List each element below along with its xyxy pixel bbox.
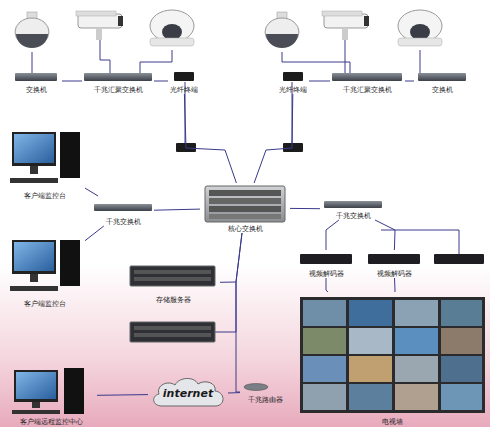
device-label: 交换机 xyxy=(4,86,68,94)
core-switch-device xyxy=(205,186,285,222)
tv-wall-box: 电视墙 xyxy=(296,292,489,426)
bullet-camera xyxy=(76,11,123,40)
device-label: 客户端监控台 xyxy=(0,300,91,308)
fiber-device xyxy=(283,72,303,81)
pc-device xyxy=(10,240,80,291)
server-box: 存储服务器 xyxy=(126,262,220,304)
decoder-device xyxy=(368,254,420,264)
dome-camera xyxy=(150,10,194,46)
switch-device xyxy=(418,73,466,81)
device-label: 光纤终端 xyxy=(162,86,206,94)
device-label: 核心交换机 xyxy=(194,225,296,233)
pc-device xyxy=(10,132,80,183)
switch-box: 千兆汇聚交换机 xyxy=(330,68,405,94)
switch-box: 千兆汇聚交换机 xyxy=(82,68,154,94)
device-label: 存储服务器 xyxy=(120,296,226,304)
decoder-device xyxy=(434,254,484,264)
fiber-device xyxy=(174,72,194,81)
decoder-device xyxy=(300,254,352,264)
server-device xyxy=(130,322,215,342)
network-link xyxy=(394,278,396,292)
cloud-node: internet xyxy=(148,374,228,414)
switch-device xyxy=(15,73,57,81)
switch-device xyxy=(94,204,152,211)
router-box: 千兆路由器 xyxy=(240,380,290,404)
pc-box: 客户端远程监控中心 xyxy=(5,366,97,426)
network-link xyxy=(154,81,168,82)
device-label: 视频解码器 xyxy=(358,270,430,278)
network-link xyxy=(228,392,240,393)
pc-device xyxy=(12,368,84,414)
device-label: 光纤终端 xyxy=(271,86,315,94)
bullet-camera xyxy=(322,11,369,40)
switch-box: 交换机 xyxy=(10,68,62,94)
switch-box: 千兆交换机 xyxy=(320,198,386,220)
switch-device xyxy=(332,73,402,81)
decoder-box: 视频解码器 xyxy=(296,250,356,278)
switch-box: 千兆交换机 xyxy=(92,196,154,226)
device-label: 千兆汇聚交换机 xyxy=(324,86,411,94)
dome-camera xyxy=(398,10,442,46)
fiber-box: 光纤终端 xyxy=(277,68,309,94)
device-label: 客户端监控台 xyxy=(0,192,91,200)
network-link xyxy=(405,81,414,82)
speed-dome-camera xyxy=(265,12,299,48)
device-label: 千兆交换机 xyxy=(314,212,392,220)
network-link xyxy=(236,233,242,392)
switch-device xyxy=(84,73,152,81)
device-label: 视频解码器 xyxy=(290,270,362,278)
speed-dome-camera xyxy=(15,12,49,48)
network-link xyxy=(154,209,200,210)
device-label: 千兆交换机 xyxy=(86,218,160,226)
network-link xyxy=(290,208,320,209)
network-link xyxy=(375,220,395,250)
network-link xyxy=(62,81,82,82)
cloud-label: internet xyxy=(142,388,234,400)
device-label: 电视墙 xyxy=(290,418,490,426)
network-link xyxy=(97,394,148,396)
decoder-box: 视频解码器 xyxy=(364,250,424,278)
network-link xyxy=(309,81,330,82)
core-switch-box: 核心交换机 xyxy=(200,183,290,233)
device-label: 客户端远程监控中心 xyxy=(0,418,103,426)
network-link xyxy=(326,220,339,250)
pc-box: 客户端监控台 xyxy=(5,128,85,200)
router-device xyxy=(244,384,268,391)
device-label: 交换机 xyxy=(408,86,476,94)
switch-device xyxy=(324,201,382,208)
device-label: 千兆路由器 xyxy=(234,396,296,404)
network-link xyxy=(326,278,328,292)
network-link xyxy=(254,94,293,183)
fiber-device xyxy=(283,143,303,152)
tv-wall-device xyxy=(300,297,485,413)
network-link xyxy=(85,226,104,241)
network-link xyxy=(85,188,98,196)
pc-box: 客户端监控台 xyxy=(5,236,85,308)
camera-wire xyxy=(32,40,459,332)
server-device xyxy=(130,266,215,286)
network-link xyxy=(184,94,236,183)
switch-box: 交换机 xyxy=(414,68,470,94)
fiber-box: 光纤终端 xyxy=(168,68,200,94)
device-label: 千兆汇聚交换机 xyxy=(76,86,160,94)
